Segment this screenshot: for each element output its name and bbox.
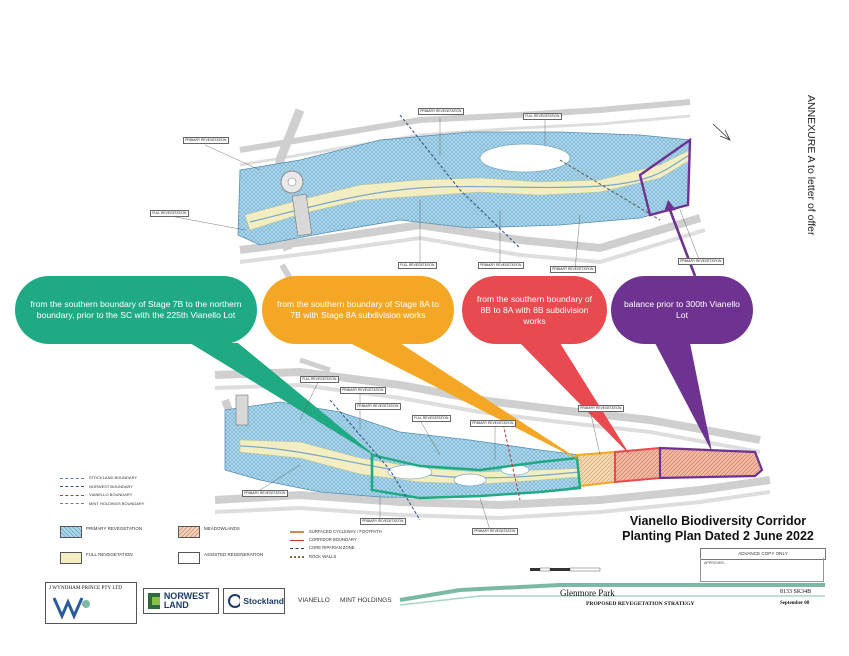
- map-label: FULL REVEGETATION: [300, 376, 339, 383]
- purple-arrow-up: [668, 209, 697, 277]
- map-label: PRIMARY REVEGETATION: [360, 518, 406, 525]
- upper-pond: [479, 143, 571, 173]
- legend-label: MEADOWLANDS: [204, 526, 240, 531]
- logo-text: J WYNDHAM PRINCE PTY LTD: [49, 585, 123, 591]
- legend-vianello: VIANELLO BOUNDARY: [60, 491, 144, 500]
- red-callout-pointer: [520, 343, 630, 455]
- drawing-number: 8133 SK34B: [780, 589, 812, 595]
- scale-bar: [530, 567, 601, 572]
- lower-roads: [214, 357, 771, 521]
- purple-callout-pointer: [655, 343, 712, 452]
- legend-label: STOCKLAND BOUNDARY: [89, 475, 138, 480]
- legend-label: NORWEST BOUNDARY: [89, 483, 134, 489]
- map-label: FULL REVEGETATION: [523, 113, 562, 120]
- callout-text: balance prior to 300th Vianello Lot: [624, 299, 740, 320]
- callout-stage-7b: from the southern boundary of Stage 7B t…: [15, 276, 257, 344]
- approval-label: APPROVED:: [704, 561, 725, 565]
- approval-box: APPROVED:: [700, 558, 824, 582]
- legend-label: CORE RIPARIAN ZONE: [309, 545, 355, 551]
- stockland-mark-icon: [228, 594, 241, 608]
- north-arrow: [712, 123, 731, 141]
- map-label: PRIMARY REVEGETATION: [242, 490, 288, 497]
- logo-text: Stockland: [243, 596, 284, 606]
- callout-text: from the southern boundary of Stage 8A t…: [277, 299, 439, 320]
- advance-copy-box: ADVANCE COPY ONLY: [700, 548, 826, 560]
- caption-line: Planting Plan Dated 2 June 2022: [622, 529, 814, 543]
- legend-label: SURFACED CYCLEWAY / FOOTPATH: [309, 529, 382, 534]
- map-label: FULL REVEGETATION: [412, 415, 451, 422]
- map-label: PRIMARY REVEGETATION: [418, 108, 464, 115]
- map-label: PRIMARY REVEGETATION: [470, 420, 516, 427]
- map-label: PRIMARY REVEGETATION: [550, 266, 596, 273]
- green-callout-pointer: [190, 343, 378, 458]
- wyndham-mark-icon: [52, 597, 90, 620]
- map-label: FULL REVEGETATION: [150, 210, 189, 217]
- boundary-legend: STOCKLAND BOUNDARY NORWEST BOUNDARY VIAN…: [60, 474, 144, 508]
- drawing-subtitle: PROPOSED REVEGETATION STRATEGY: [586, 601, 695, 607]
- callout-balance: balance prior to 300th Vianello Lot: [611, 276, 753, 344]
- upper-purple-stage: [638, 137, 692, 217]
- map-label: PRIMARY REVEGETATION: [340, 387, 386, 394]
- stage-orange-area: [575, 450, 616, 488]
- upper-bridge: [291, 193, 313, 237]
- legend-label: PRIMARY REVEGETATION: [86, 526, 143, 531]
- legend-norwest: NORWEST BOUNDARY: [60, 483, 144, 492]
- drawing-date: September 08: [780, 601, 810, 606]
- norwest-land-logo: NORWEST LAND: [143, 588, 219, 614]
- legend-corridor-boundary: CORRIDOR BOUNDARY: [290, 536, 382, 544]
- annexure-label: ANNEXURE A to letter of offer: [805, 95, 817, 236]
- wyndham-prince-logo: J WYNDHAM PRINCE PTY LTD: [45, 582, 137, 624]
- map-label: PRIMARY REVEGETATION: [578, 405, 624, 412]
- legend-core-riparian: CORE RIPARIAN ZONE: [290, 544, 382, 552]
- plan-caption: Vianello Biodiversity Corridor Planting …: [618, 514, 818, 544]
- stockland-logo: Stockland: [223, 588, 285, 614]
- legend-label: CORRIDOR BOUNDARY: [309, 537, 357, 543]
- legend-label: ROCK WALLS: [309, 553, 337, 559]
- legend-stockland: STOCKLAND BOUNDARY: [60, 474, 144, 483]
- callout-text: from the southern boundary of Stage 7B t…: [30, 299, 242, 320]
- legend-cycleway: SURFACED CYCLEWAY / FOOTPATH: [290, 528, 382, 536]
- map-label: FULL REVEGETATION: [398, 262, 437, 269]
- vianello-logo: VIANELLO: [298, 597, 330, 604]
- stage-red-area: [614, 446, 661, 484]
- legend-primary-revegetation: PRIMARY REVEGETATION: [60, 526, 180, 546]
- caption-line: Vianello Biodiversity Corridor: [629, 514, 807, 528]
- norwest-mark-icon: [148, 593, 160, 609]
- stage-purple-area: [658, 446, 764, 480]
- legend-rock-walls: ROCK WALLS: [290, 553, 382, 561]
- map-label: PRIMARY REVEGETATION: [678, 258, 724, 265]
- logo-text: NORWEST LAND: [163, 591, 210, 610]
- map-label: PRIMARY REVEGETATION: [472, 528, 518, 535]
- legend-mint: MINT HOLDINGS BOUNDARY: [60, 500, 144, 509]
- legend-label: VIANELLO BOUNDARY: [89, 492, 133, 497]
- callout-stage-8a: from the southern boundary of Stage 8A t…: [262, 276, 454, 344]
- legend-meadowlands: MEADOWLANDS: [178, 526, 288, 546]
- lower-pond-2: [453, 473, 487, 487]
- lower-pond-1: [387, 464, 433, 480]
- upper-creek-line: [249, 154, 691, 223]
- map-label: PRIMARY REVEGETATION: [183, 137, 229, 144]
- stage-green-outline: [370, 453, 582, 500]
- legend-assisted-regeneration: ASSISTED REGENERATION: [178, 552, 288, 572]
- project-name: Glenmore Park: [560, 588, 615, 598]
- mint-holdings-logo: MINT HOLDINGS: [340, 597, 392, 604]
- map-label: PRIMARY REVEGETATION: [355, 403, 401, 410]
- title-block-stripe: [399, 583, 825, 602]
- legend-label: MINT HOLDINGS BOUNDARY: [89, 500, 145, 506]
- callout-text: from the southern boundary of 8B to 8A w…: [476, 293, 593, 326]
- orange-callout-pointer: [350, 343, 583, 462]
- lower-bridge: [235, 394, 249, 426]
- map-label: PRIMARY REVEGETATION: [478, 262, 524, 269]
- legend-label: FULL REVEGETATION: [86, 552, 133, 557]
- legend-label: ASSISTED REGENERATION: [204, 552, 264, 557]
- callout-stage-8b: from the southern boundary of 8B to 8A w…: [462, 276, 607, 344]
- line-legend: SURFACED CYCLEWAY / FOOTPATH CORRIDOR BO…: [290, 528, 382, 561]
- legend-full-revegetation: FULL REVEGETATION: [60, 552, 180, 572]
